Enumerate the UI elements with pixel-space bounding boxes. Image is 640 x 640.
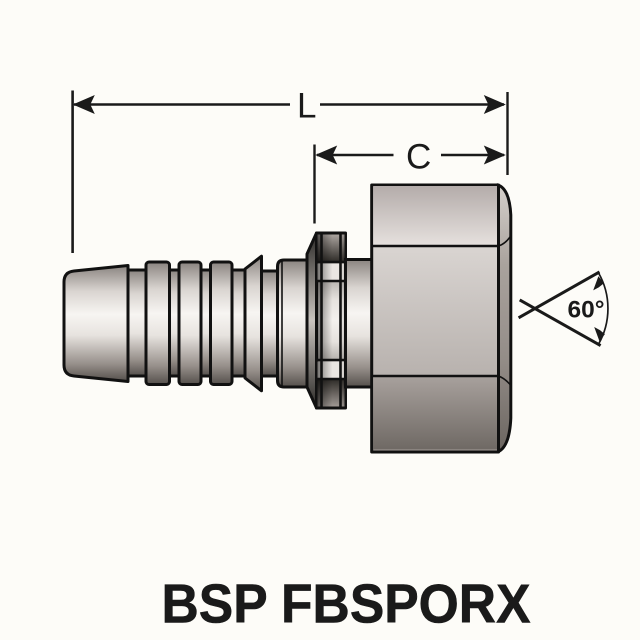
svg-text:C: C [406,138,431,177]
svg-text:60°: 60° [567,297,604,324]
svg-text:L: L [297,87,316,126]
svg-text:BSP FBSPORX: BSP FBSPORX [162,573,531,635]
